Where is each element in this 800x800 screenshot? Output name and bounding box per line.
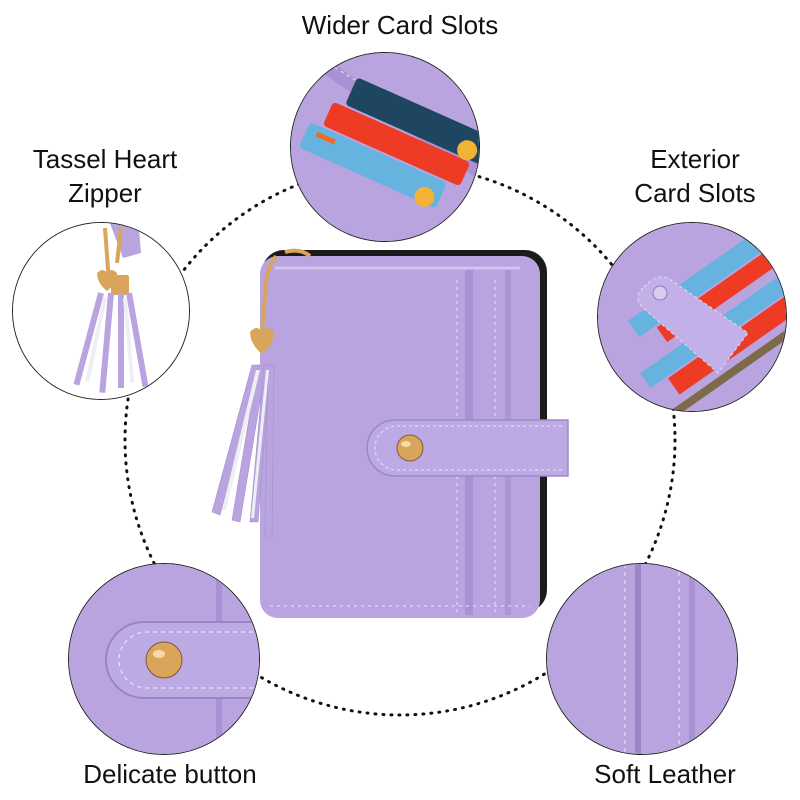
label-line: Exterior (650, 144, 740, 174)
card-blue (299, 123, 446, 208)
gold-rivet-icon (145, 641, 183, 679)
snap-button-icon (652, 285, 668, 301)
detail-soft-leather (546, 563, 738, 755)
label-exterior-card-slots: Exterior Card Slots (590, 142, 800, 210)
card-red (324, 102, 470, 186)
detail-tassel-heart-zipper (12, 222, 190, 400)
detail-wider-card-slots (290, 52, 480, 242)
detail-delicate-button (68, 563, 260, 755)
label-delicate-button: Delicate button (83, 759, 257, 789)
detail-exterior-card-slots (597, 222, 787, 412)
label-soft-leather: Soft Leather (594, 759, 736, 789)
label-line: Zipper (68, 178, 142, 208)
gold-rivet-icon (396, 434, 424, 462)
label-tassel-heart-zipper: Tassel Heart Zipper (0, 142, 210, 210)
heart-charm-icon (250, 328, 274, 354)
wallet-strap (366, 419, 569, 477)
label-wider-card-slots: Wider Card Slots (301, 10, 499, 40)
wallet-main-image (211, 248, 569, 618)
card-navy (346, 78, 479, 165)
label-line: Card Slots (634, 178, 756, 208)
label-line: Tassel Heart (32, 144, 178, 174)
